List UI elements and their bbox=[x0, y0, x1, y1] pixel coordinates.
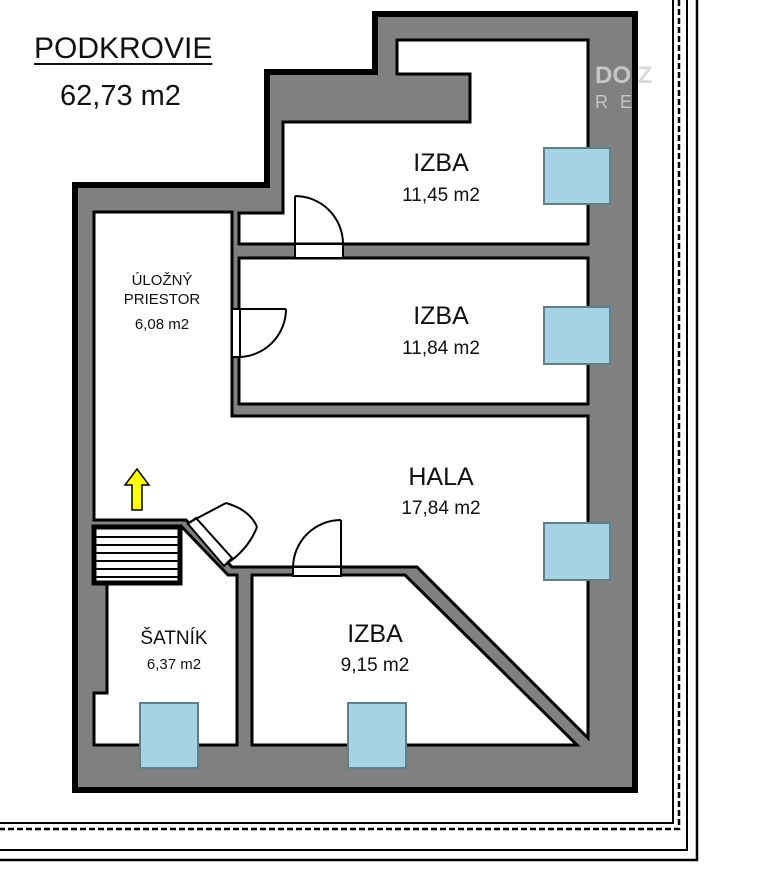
stairs-up-arrow-icon bbox=[123, 467, 151, 511]
room-label: IZBA bbox=[347, 620, 403, 648]
window bbox=[543, 522, 611, 581]
room-area: 9,15 m2 bbox=[340, 655, 410, 676]
room-area: 6,08 m2 bbox=[134, 316, 190, 333]
door-storage bbox=[231, 308, 287, 358]
room-izba-2 bbox=[237, 256, 590, 406]
room-label: ÚLOŽNÝ bbox=[131, 272, 193, 289]
room-izba-3 bbox=[250, 573, 581, 747]
door-izba-3 bbox=[292, 519, 342, 577]
plan-total-area: 62,73 m2 bbox=[60, 80, 181, 112]
door-satnik bbox=[186, 502, 258, 568]
room-area: 6,37 m2 bbox=[146, 656, 202, 673]
door-izba-1 bbox=[294, 195, 344, 259]
room-area: 11,45 m2 bbox=[402, 185, 480, 206]
window bbox=[543, 147, 611, 205]
watermark: RE bbox=[595, 92, 645, 112]
room-area: 11,84 m2 bbox=[402, 338, 480, 359]
plan-title: PODKROVIE bbox=[34, 32, 213, 65]
window bbox=[347, 702, 407, 769]
room-area: 17,84 m2 bbox=[401, 498, 481, 519]
room-label: HALA bbox=[408, 463, 474, 491]
room-label: ŠATNÍK bbox=[140, 628, 208, 649]
site-boundary bbox=[0, 0, 699, 862]
stairs bbox=[91, 524, 183, 586]
window bbox=[543, 306, 611, 365]
room-label: IZBA bbox=[413, 302, 469, 330]
room-label: PRIESTOR bbox=[123, 291, 201, 308]
window bbox=[139, 702, 199, 769]
watermark: DO Z bbox=[595, 62, 653, 89]
room-label: IZBA bbox=[413, 149, 469, 177]
